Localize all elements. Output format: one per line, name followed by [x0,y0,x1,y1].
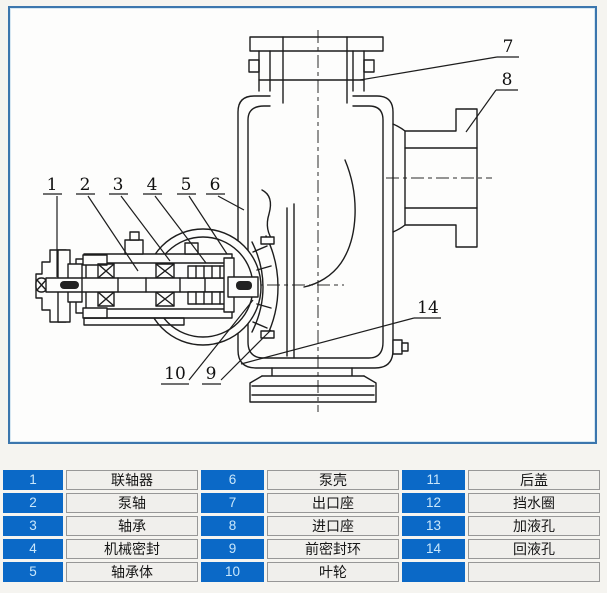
callout-leader-line [240,317,415,365]
callout-part-4: 4 [143,175,207,264]
callout-part-10: 10 [161,299,254,385]
callout-leader-line [359,56,498,81]
callout-part-9: 9 [202,329,272,385]
callout-leader-line [154,195,207,264]
inlet-flange [392,108,478,248]
part-number-cell: 4 [3,539,63,559]
callout-number: 9 [206,364,217,384]
part-name-cell [468,562,600,582]
callout-part-1: 1 [43,175,62,277]
part-number-cell: 6 [201,470,264,490]
part-name-cell: 叶轮 [267,562,399,582]
callout-number: 2 [80,175,91,195]
callout-part-7: 7 [359,37,519,81]
part-name-cell: 加液孔 [468,516,600,536]
part-number-cell: 12 [402,493,465,513]
callout-number: 14 [417,298,439,318]
part-number-cell: 8 [201,516,264,536]
callout-number: 5 [181,175,192,195]
part-name-cell: 进口座 [267,516,399,536]
part-number-cell: 3 [3,516,63,536]
part-number-cell: 10 [201,562,264,582]
part-name-cell: 挡水圈 [468,493,600,513]
side-plug [392,339,409,355]
pump-drawing-svg: 1 2 3 4 56 7 8 10 9 14 [35,30,519,412]
callout-leader-line [217,195,245,211]
part-number-cell [402,562,465,582]
part-name-cell: 联轴器 [66,470,198,490]
base-foot [249,367,377,403]
callout-leader-line [220,329,272,381]
callout-number: 4 [147,175,158,195]
part-number-cell: 13 [402,516,465,536]
callout-part-5: 5 [177,175,228,255]
part-name-cell: 轴承体 [66,562,198,582]
callout-part-3: 3 [109,175,171,262]
callout-part-8: 8 [465,70,518,133]
part-number-cell: 5 [3,562,63,582]
outlet-flange [248,36,384,104]
callout-part-6: 6 [206,175,245,211]
part-name-cell: 后盖 [468,470,600,490]
callout-number: 6 [210,175,221,195]
callout-number: 7 [503,37,514,57]
part-name-cell: 回液孔 [468,539,600,559]
part-name-cell: 出口座 [267,493,399,513]
part-number-cell: 1 [3,470,63,490]
callout-number: 3 [113,175,124,195]
callout-leader-line [87,195,139,272]
impeller [227,235,279,339]
part-number-cell: 11 [402,470,465,490]
callout-leader-line [465,89,497,133]
part-number-cell: 14 [402,539,465,559]
pump-shaft [45,277,233,293]
callout-part-14: 14 [240,298,441,365]
callout-number: 1 [47,175,58,195]
callout-part-2: 2 [76,175,139,272]
part-name-cell: 泵壳 [267,470,399,490]
part-name-cell: 轴承 [66,516,198,536]
pump-casing [237,95,394,369]
callout-number: 10 [164,364,186,384]
volute-walls [261,159,356,359]
callout-leader-line [188,195,228,255]
part-name-cell: 前密封环 [267,539,399,559]
callout-leader-line [188,299,254,381]
part-number-cell: 7 [201,493,264,513]
callout-leader-line [120,195,171,262]
part-number-cell: 2 [3,493,63,513]
part-name-cell: 机械密封 [66,539,198,559]
callout-number: 8 [502,70,513,90]
part-name-cell: 泵轴 [66,493,198,513]
part-number-cell: 9 [201,539,264,559]
bearings [97,263,175,307]
